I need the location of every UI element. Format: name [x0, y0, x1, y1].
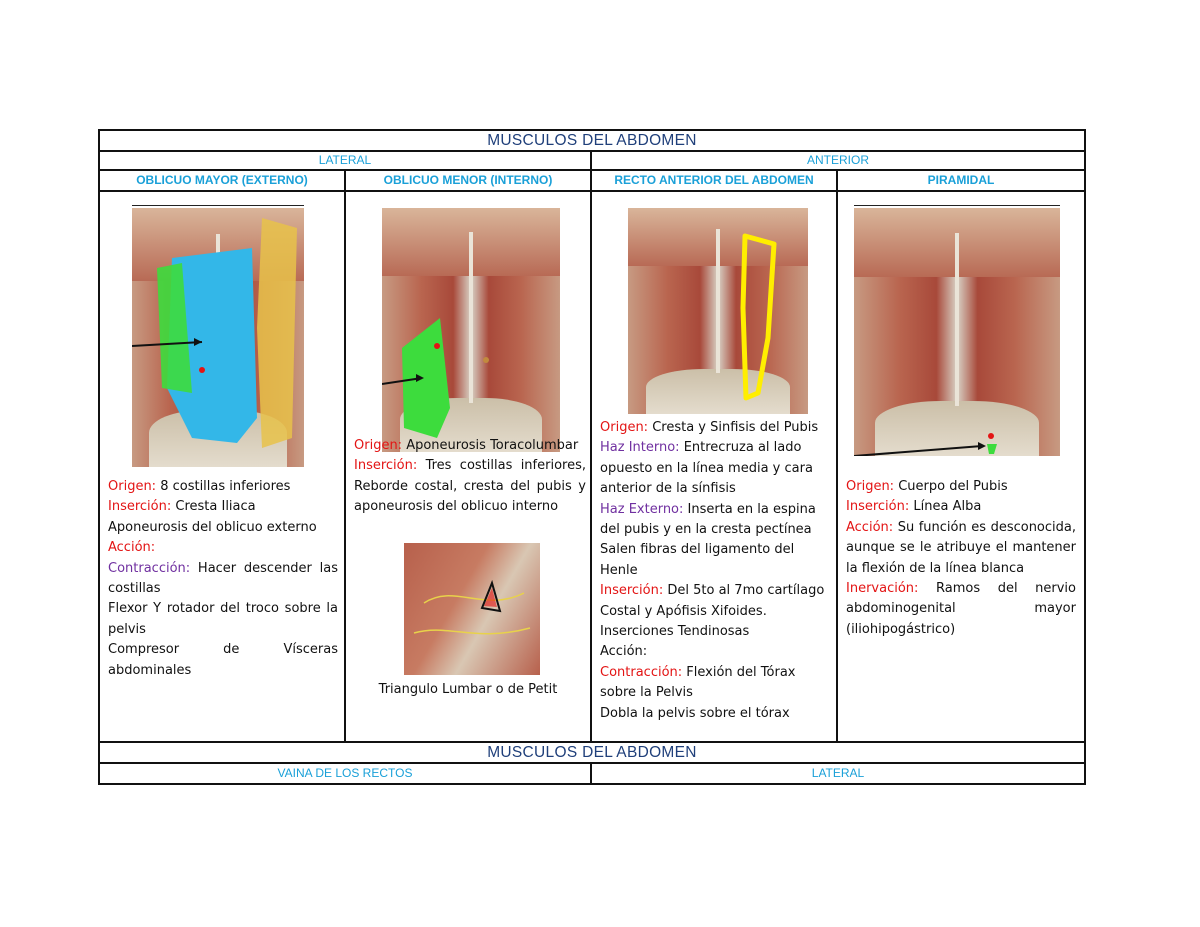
section-lateral-footer: LATERAL — [590, 762, 1086, 785]
haz-interno-label: Haz Interno: — [600, 440, 680, 456]
insercion-label: Inserción: — [846, 499, 910, 515]
insercion-value: Del 5to al 7mo cartílago Costal y Apófis… — [600, 583, 825, 640]
section-anterior: ANTERIOR — [590, 150, 1086, 171]
cell-recto-anterior: Origen: Cresta y Sinfisis del Pubis Haz … — [590, 190, 838, 743]
insercion-label: Inserción: — [600, 583, 664, 599]
aponeurosis-text: Aponeurosis del oblicuo externo — [108, 519, 317, 535]
haz-interno-value: Entrecruza al lado opuesto en la línea m… — [600, 440, 813, 497]
piramidal-illustration — [854, 208, 1060, 456]
salen-text: Salen fibras del ligamento del Henle — [600, 542, 795, 578]
origen-value: Cuerpo del Pubis — [894, 479, 1008, 494]
recto-anterior-text: Origen: Cresta y Sinfisis del Pubis Haz … — [600, 418, 832, 724]
col-header-oblicuo-mayor: OBLICUO MAYOR (EXTERNO) — [98, 169, 346, 192]
muscles-table: MUSCULOS DEL ABDOMEN LATERAL ANTERIOR OB… — [98, 129, 1086, 785]
insercion-value: Línea Alba — [909, 499, 982, 515]
origen-value: Cresta y Sinfisis del Pubis — [648, 420, 819, 435]
insercion-value: Cresta Iliaca — [171, 499, 256, 515]
origen-value: Aponeurosis Toracolumbar — [402, 438, 579, 453]
origen-label: Origen: — [600, 420, 649, 435]
contraccion-label: Contracción: — [108, 560, 191, 576]
compresor-text: Compresor de Vísceras abdominales — [108, 642, 338, 678]
col-header-piramidal: PIRAMIDAL — [836, 169, 1086, 192]
accion-label: Acción: — [108, 540, 156, 556]
table-title: MUSCULOS DEL ABDOMEN — [98, 129, 1086, 152]
image-top-rule — [854, 205, 1060, 206]
origen-value: 8 costillas inferiores — [156, 479, 291, 494]
cell-piramidal: Origen: Cuerpo del Pubis Inserción: Líne… — [836, 190, 1086, 743]
contraccion-label: Contracción: — [600, 664, 683, 680]
section-vaina: VAINA DE LOS RECTOS — [98, 762, 592, 785]
haz-externo-value: Inserta en la espina del pubis y en la c… — [600, 501, 816, 538]
origen-label: Origen: — [108, 479, 157, 494]
flexor-text: Flexor Y rotador del troco sobre la pelv… — [108, 601, 338, 637]
oblicuo-mayor-illustration — [132, 208, 304, 467]
piramidal-text: Origen: Cuerpo del Pubis Inserción: Líne… — [846, 477, 1076, 640]
inervacion-value: Ramos del nervio abdominogenital mayor (… — [846, 581, 1076, 637]
insercion-label: Inserción: — [108, 499, 172, 515]
oblicuo-menor-text: Origen: Aponeurosis Toracolumbar Inserci… — [354, 436, 586, 518]
haz-externo-label: Haz Externo: — [600, 501, 684, 517]
col-header-recto-anterior: RECTO ANTERIOR DEL ABDOMEN — [590, 169, 838, 192]
insercion-value: Tres costillas inferiores, Reborde costa… — [354, 458, 586, 515]
oblicuo-mayor-text: Origen: 8 costillas inferiores Inserción… — [108, 477, 338, 681]
dobla-text: Dobla la pelvis sobre el tórax — [600, 705, 790, 721]
cell-oblicuo-menor: Origen: Aponeurosis Toracolumbar Inserci… — [344, 190, 592, 743]
insercion-label: Inserción: — [354, 458, 418, 474]
recto-anterior-illustration — [628, 208, 808, 414]
image-top-rule — [132, 205, 304, 206]
cell-oblicuo-mayor: Origen: 8 costillas inferiores Inserción… — [98, 190, 346, 743]
triangulo-petit-illustration — [404, 543, 540, 675]
origen-label: Origen: — [846, 479, 895, 494]
contraccion-value: Hacer descender las costillas — [108, 560, 338, 597]
triangulo-caption: Triangulo Lumbar o de Petit — [378, 682, 558, 697]
accion-label: Acción: — [600, 644, 648, 660]
section-lateral: LATERAL — [98, 150, 592, 171]
footer-title: MUSCULOS DEL ABDOMEN — [98, 741, 1086, 764]
accion-value: Su función es desconocida, aunque se le … — [846, 519, 1076, 576]
oblicuo-menor-illustration — [382, 208, 560, 452]
col-header-oblicuo-menor: OBLICUO MENOR (INTERNO) — [344, 169, 592, 192]
contraccion-value: Flexión del Tórax sobre la Pelvis — [600, 664, 796, 701]
inervacion-label: Inervación: — [846, 581, 919, 597]
origen-label: Origen: — [354, 438, 403, 453]
accion-label: Acción: — [846, 519, 894, 535]
